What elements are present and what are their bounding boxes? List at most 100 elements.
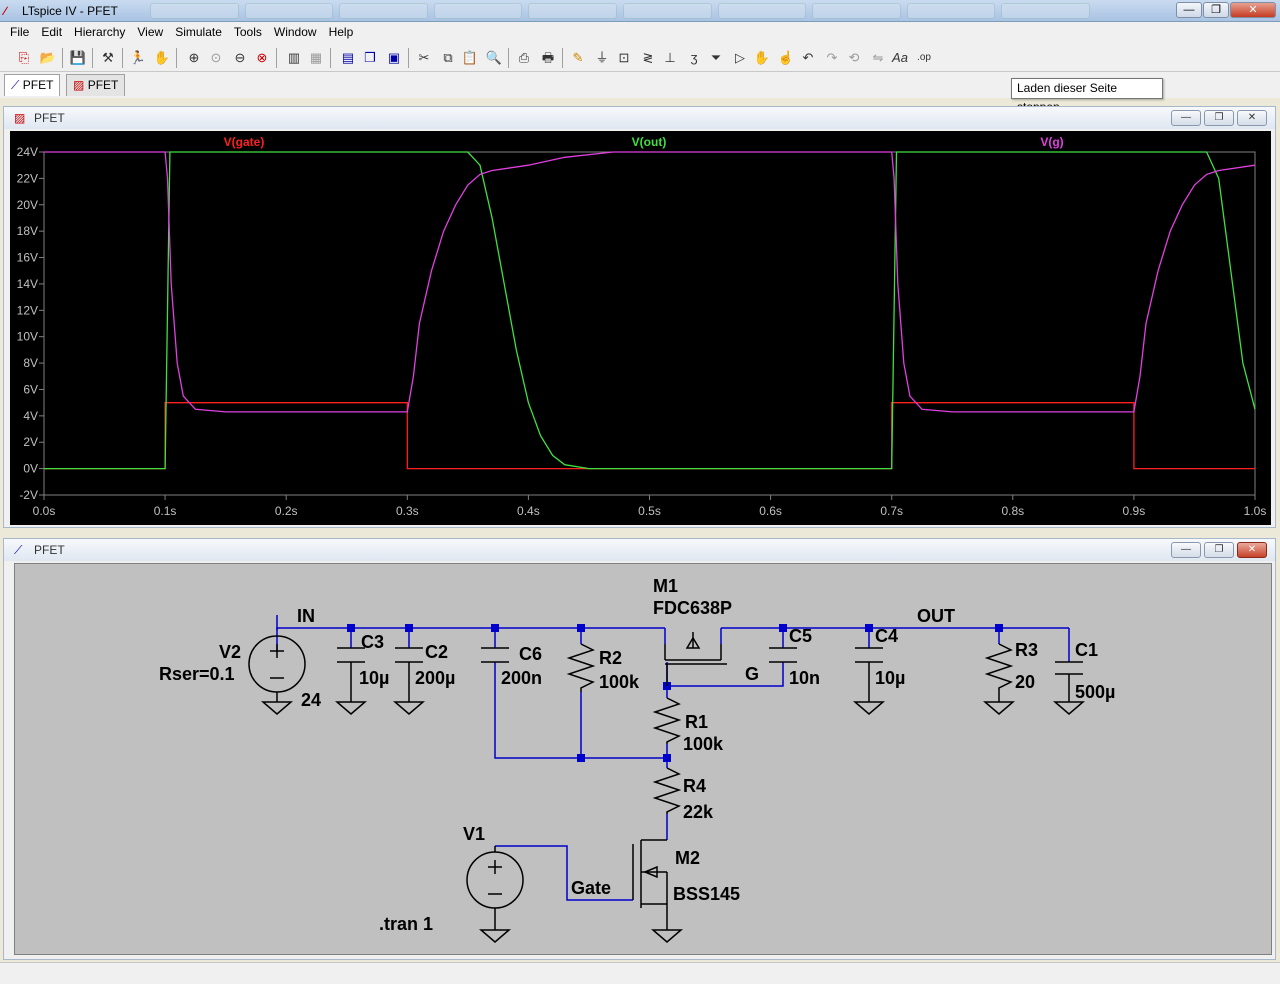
tile-vertical-icon[interactable]: ▣: [387, 50, 401, 65]
c6-value: 200n: [501, 668, 542, 688]
schematic-close-button[interactable]: ✕: [1237, 542, 1267, 558]
print-icon[interactable]: 🖶: [541, 50, 555, 65]
r1-name: R1: [685, 712, 708, 732]
grid-icon[interactable]: ▦: [309, 50, 323, 65]
c6-name: C6: [519, 644, 542, 664]
legend-1: V(out): [632, 135, 667, 149]
menu-edit[interactable]: Edit: [41, 25, 63, 39]
schematic-restore-button[interactable]: ❐: [1204, 542, 1234, 558]
r3-value: 20: [1015, 672, 1035, 692]
new-schematic-icon[interactable]: ⎘: [18, 50, 30, 65]
c1-value: 500µ: [1075, 682, 1115, 702]
y-tick-label: 4V: [23, 409, 38, 423]
paste-icon[interactable]: 📋: [461, 50, 479, 65]
schematic-canvas[interactable]: IN OUT G Gate V2 Rser=0.1 24 C3 10µ C2 2…: [14, 563, 1272, 955]
spice-directive-icon[interactable]: .op: [917, 52, 931, 63]
open-folder-icon[interactable]: 📂: [39, 50, 57, 65]
resistor-icon[interactable]: ≷: [642, 50, 654, 65]
undo-icon[interactable]: ↶: [802, 50, 814, 65]
menu-tools[interactable]: Tools: [233, 25, 262, 39]
close-button[interactable]: ✕: [1230, 2, 1276, 18]
x-tick-label: 0.8s: [1001, 504, 1024, 518]
menu-view[interactable]: View: [137, 25, 164, 39]
plot-background: [10, 131, 1271, 525]
find-icon[interactable]: 🔍: [485, 50, 503, 65]
autorange-icon[interactable]: ▥: [287, 50, 301, 65]
zoom-in-icon[interactable]: ⊕: [188, 50, 200, 65]
series-line-2: [44, 151, 1256, 413]
minimize-button[interactable]: —: [1176, 2, 1202, 18]
v2-value: 24: [301, 690, 321, 710]
menu-file[interactable]: File: [10, 25, 30, 39]
legend-2: V(g): [1040, 135, 1063, 149]
draw-wire-icon[interactable]: ✎: [572, 50, 584, 65]
diode-icon[interactable]: ⏷: [710, 50, 722, 65]
pan-icon[interactable]: ⊙: [210, 50, 222, 65]
mirror-icon[interactable]: ⇋: [872, 50, 884, 65]
menu-window[interactable]: Window: [273, 25, 317, 39]
y-tick-label: 2V: [23, 435, 38, 449]
y-tick-label: 6V: [23, 382, 38, 396]
redo-icon[interactable]: ↷: [826, 50, 838, 65]
y-tick-label: 18V: [17, 224, 38, 238]
tab-pfet-waveform[interactable]: ▨ PFET: [66, 74, 126, 96]
tile-horizontal-icon[interactable]: ▤: [341, 50, 355, 65]
legend-0: V(gate): [224, 135, 265, 149]
waveform-plot[interactable]: 24V22V20V18V16V14V12V10V8V6V4V2V0V-2V0.0…: [4, 107, 1277, 529]
rotate-icon[interactable]: ⟲: [848, 50, 860, 65]
y-tick-label: 12V: [17, 303, 38, 317]
waveform-window-title: PFET: [34, 111, 65, 125]
cascade-icon[interactable]: ❐: [364, 50, 376, 65]
m1-name: M1: [653, 576, 678, 596]
x-tick-label: 0.1s: [154, 504, 177, 518]
x-tick-label: 0.7s: [880, 504, 903, 518]
c1-name: C1: [1075, 640, 1098, 660]
ground-icon[interactable]: ⏚: [595, 50, 609, 65]
capacitor-icon[interactable]: ⊥: [664, 50, 676, 65]
c2-value: 200µ: [415, 668, 455, 688]
print-setup-icon[interactable]: ⎙: [518, 50, 530, 65]
net-label-out: OUT: [917, 606, 955, 626]
y-tick-label: 22V: [17, 171, 38, 185]
y-tick-label: 24V: [17, 145, 38, 159]
waveform-restore-button[interactable]: ❐: [1204, 110, 1234, 126]
y-tick-label: 0V: [23, 462, 38, 476]
save-icon[interactable]: 💾: [69, 50, 87, 65]
wires: [276, 615, 1070, 901]
run-icon[interactable]: 🏃: [129, 50, 147, 65]
ltspice-logo-icon: ∕: [4, 4, 7, 18]
x-tick-label: 0.4s: [517, 504, 540, 518]
menu-hierarchy[interactable]: Hierarchy: [74, 25, 126, 39]
schematic-minimize-button[interactable]: —: [1171, 542, 1201, 558]
schematic-window: ⟋ PFET — ❐ ✕: [3, 538, 1276, 960]
app-title: LTspice IV - PFET: [22, 4, 118, 18]
y-tick-label: 16V: [17, 251, 38, 265]
drag-icon[interactable]: ☝: [777, 50, 795, 65]
cut-icon[interactable]: ✂: [418, 50, 430, 65]
r2-name: R2: [599, 648, 622, 668]
menu-simulate[interactable]: Simulate: [175, 25, 222, 39]
zoom-out-icon[interactable]: ⊖: [234, 50, 246, 65]
waveform-minimize-button[interactable]: —: [1171, 110, 1201, 126]
inductor-icon[interactable]: ʒ: [690, 50, 698, 65]
menu-bar: File Edit Hierarchy View Simulate Tools …: [0, 22, 1280, 42]
halt-icon[interactable]: ✋: [153, 50, 171, 65]
menu-help[interactable]: Help: [328, 25, 354, 39]
restore-button[interactable]: ❐: [1203, 2, 1229, 18]
r4-value: 22k: [683, 802, 714, 822]
waveform-close-button[interactable]: ✕: [1237, 110, 1267, 126]
schematic-icon: ⟋: [11, 78, 20, 92]
move-icon[interactable]: ✋: [753, 50, 771, 65]
label-net-icon[interactable]: ⊡: [618, 50, 630, 65]
m1-model: FDC638P: [653, 598, 732, 618]
waveform-icon: ▨: [14, 111, 26, 125]
zoom-fit-icon[interactable]: ⊗: [256, 50, 268, 65]
text-icon[interactable]: Aa: [892, 50, 908, 65]
component-icon[interactable]: ▷: [735, 50, 745, 65]
control-panel-icon[interactable]: ⚒: [102, 50, 114, 65]
tab-pfet-schematic[interactable]: ⟋ PFET: [4, 74, 61, 96]
copy-icon[interactable]: ⧉: [443, 50, 453, 65]
toolbar: ⎘ 📂 💾 ⚒ 🏃 ✋ ⊕ ⊙ ⊖ ⊗ ▥ ▦ ▤ ❐ ▣ ✂ ⧉ 📋 🔍 ⎙ …: [0, 42, 1280, 72]
v2-rser: Rser=0.1: [159, 664, 235, 684]
